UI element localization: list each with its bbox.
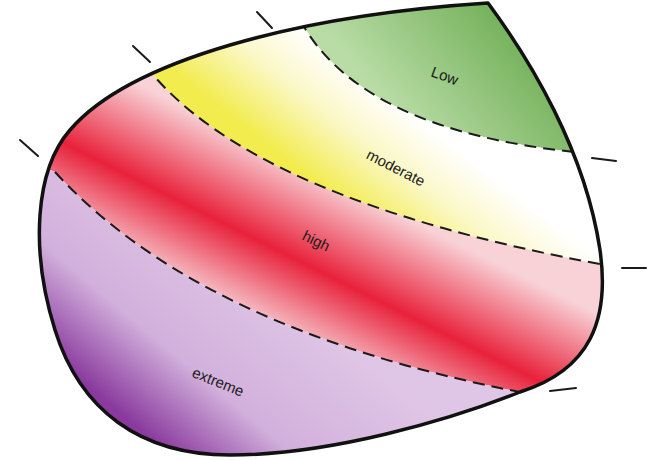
risk-zone-illustration	[0, 0, 658, 460]
